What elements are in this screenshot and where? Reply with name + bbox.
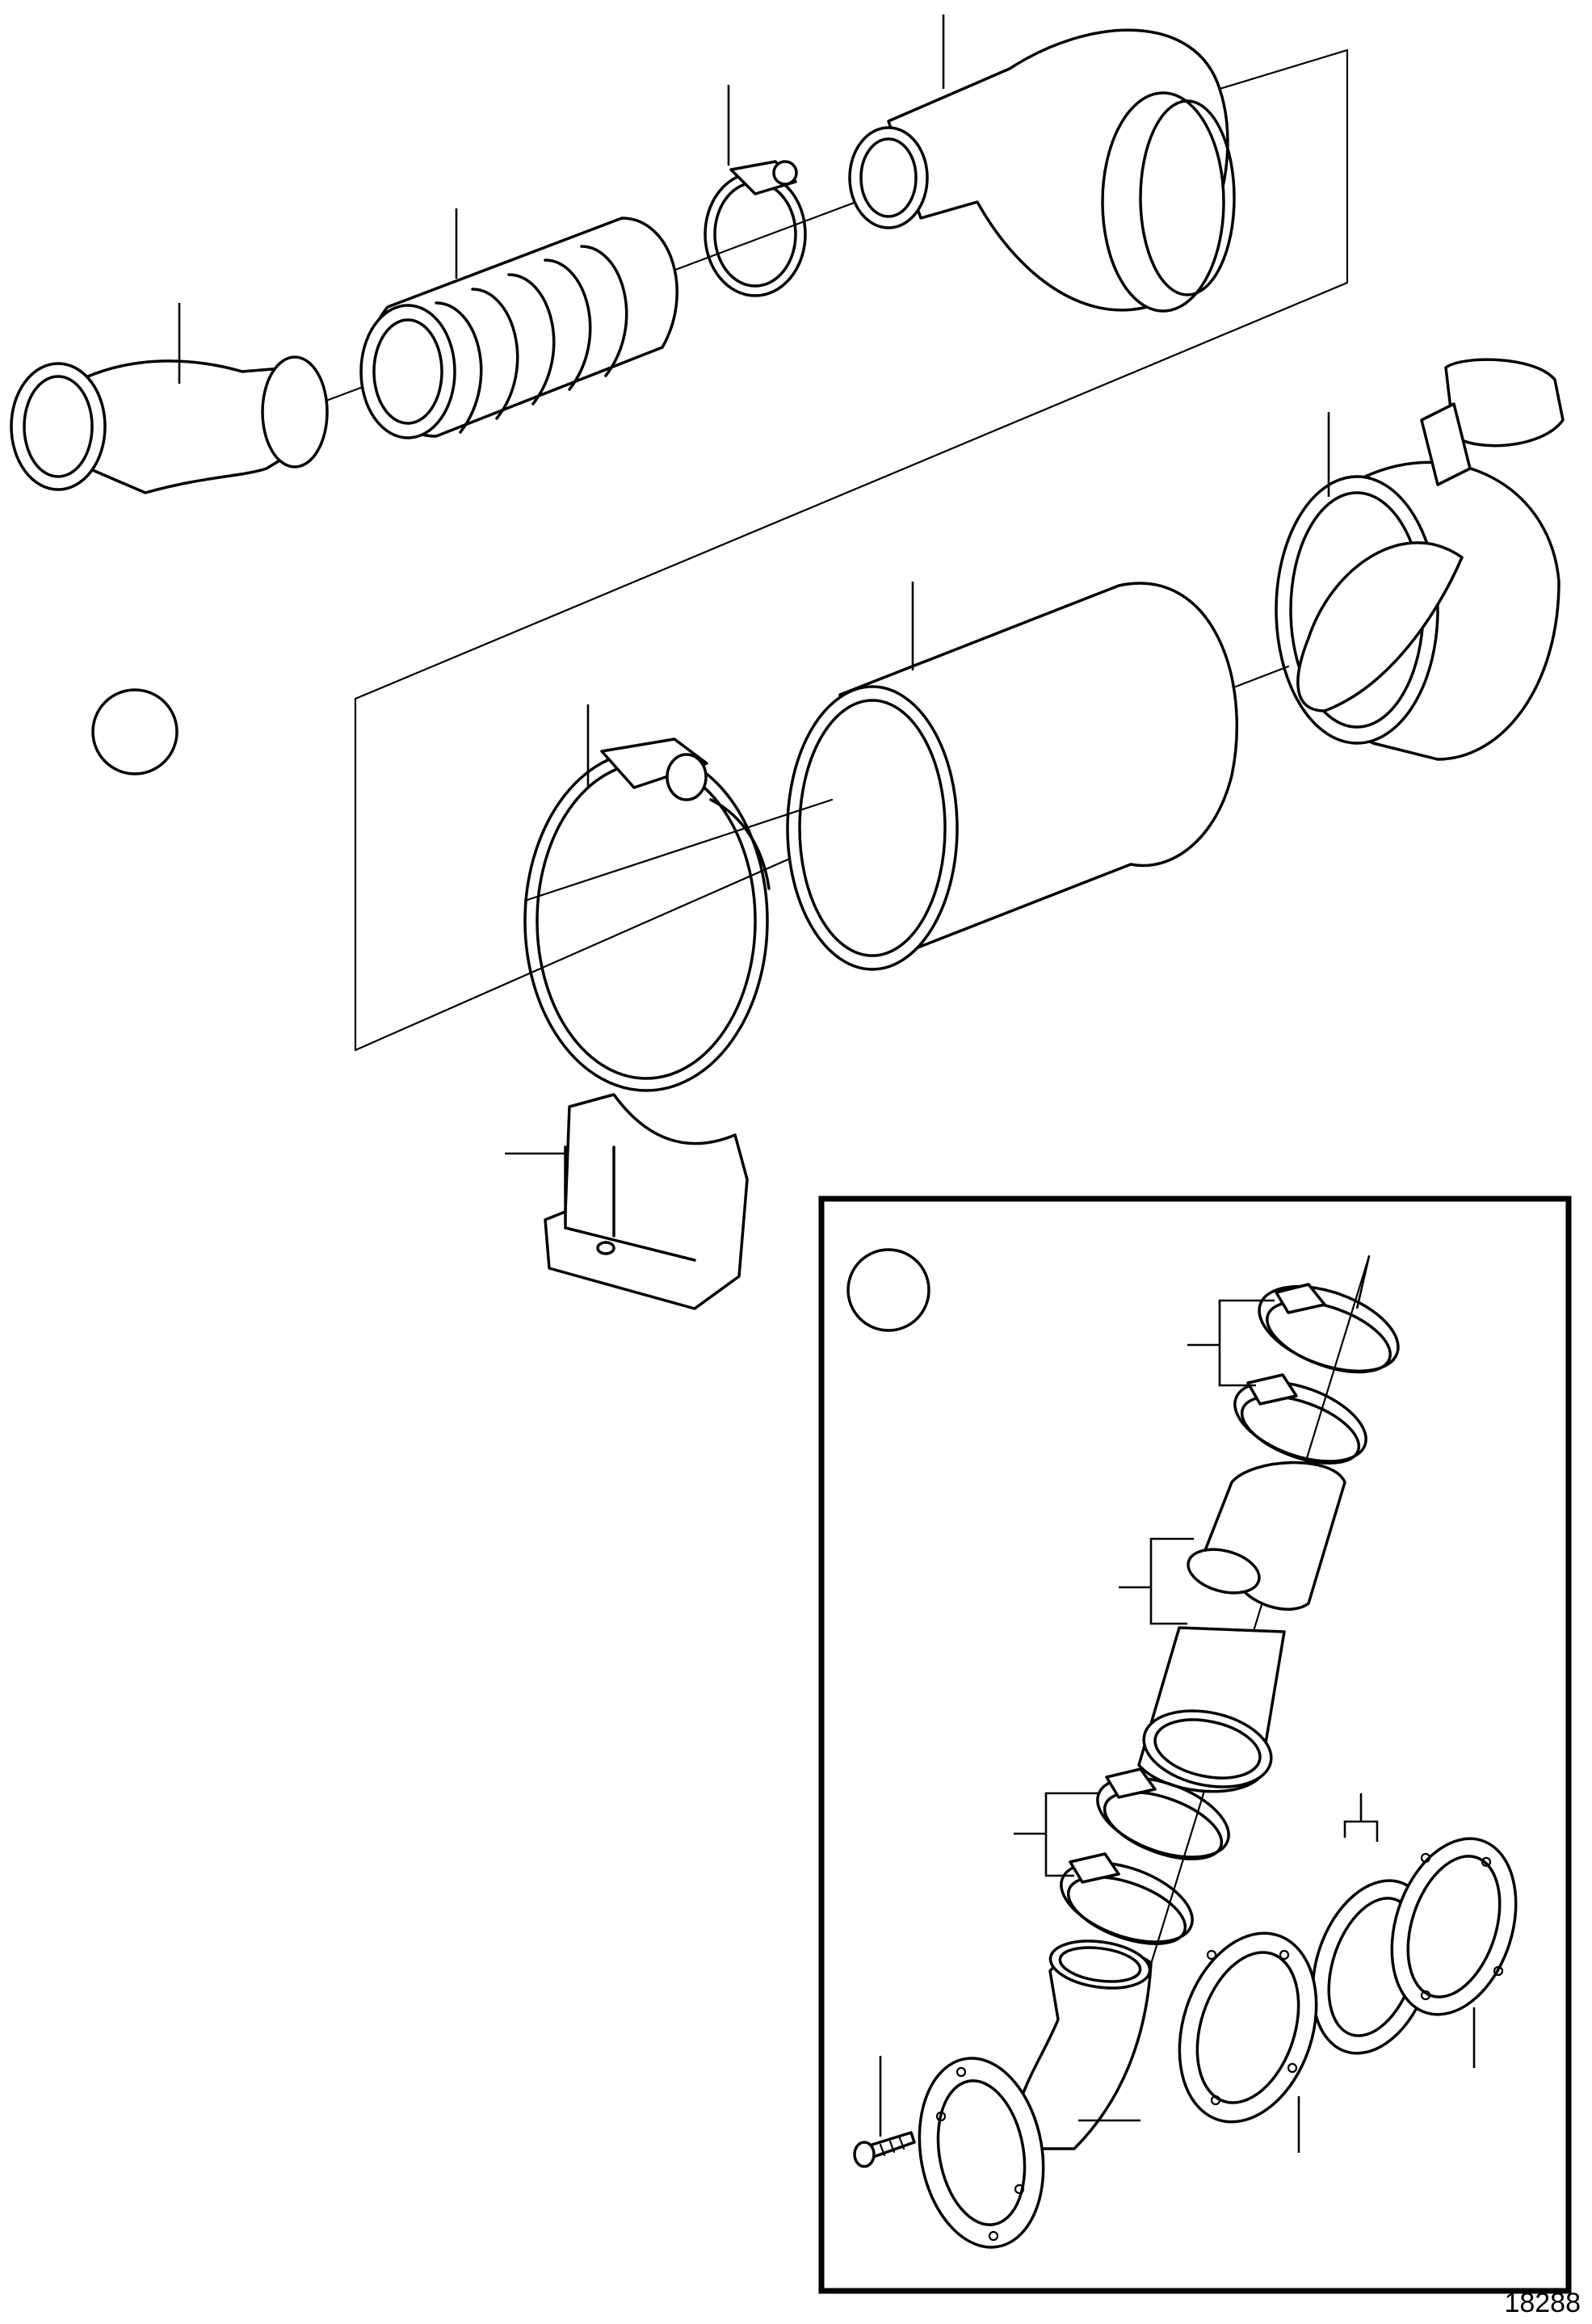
inset-flange: [1178, 1931, 1318, 2153]
silencer-outlet-cover: [1275, 358, 1565, 761]
bellows-hose: [359, 208, 678, 439]
large-hose-clamp: [523, 704, 834, 1092]
inset-hose-pair: [1119, 1460, 1346, 1793]
small-hose-clamp: [704, 85, 807, 297]
view-marker-main: [91, 688, 179, 775]
silencer-body: [786, 582, 1290, 971]
support-bracket: [505, 1093, 749, 1310]
main-view: [10, 15, 1565, 1310]
elbow-hose: [10, 303, 329, 494]
assembly-outline: [354, 48, 1349, 1052]
view-marker-inset: [846, 1248, 930, 1332]
inset-view: [818, 1196, 1572, 2294]
inset-hose-clamp-pair-upper: [1187, 1255, 1400, 1465]
inset-screw: [853, 2056, 916, 2168]
inset-frame: [818, 1196, 1572, 2294]
silencer-inlet-cover: [848, 15, 1236, 313]
inset-gasket-pair: [1311, 1793, 1518, 2068]
figure-number: 18288: [1504, 2288, 1581, 2318]
inset-hose-clamp-pair-lower: [1014, 1767, 1230, 1945]
inset-exhaust-elbow: [918, 1939, 1153, 2249]
